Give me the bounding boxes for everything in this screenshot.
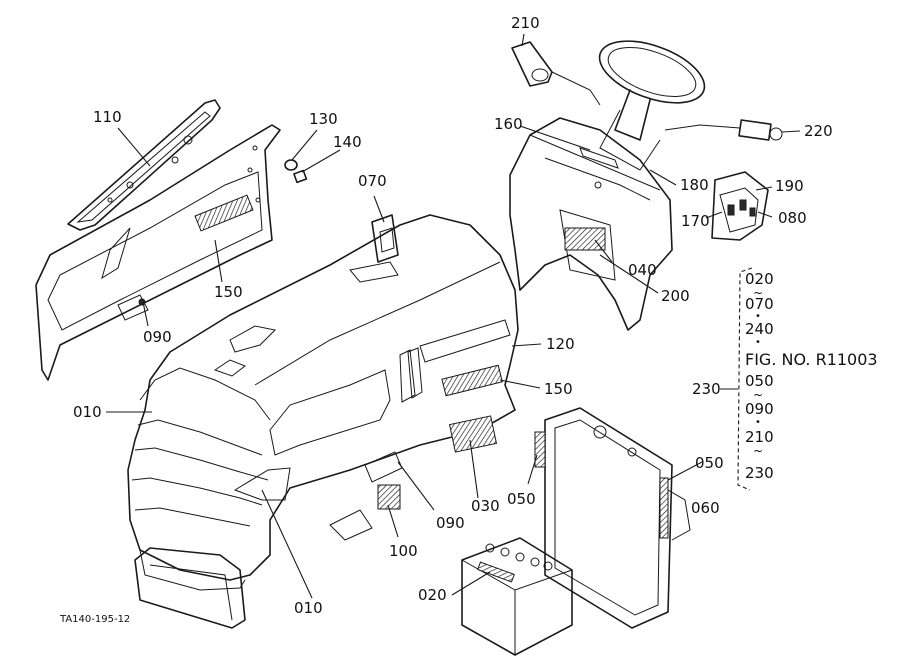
callout-150-right: 150 <box>544 380 573 398</box>
setlist-230: 230 <box>745 464 774 482</box>
callout-070: 070 <box>358 172 387 190</box>
callout-170: 170 <box>681 212 710 230</box>
setlist-240: 240 <box>745 320 774 338</box>
setlist-tilde-1: ~ <box>753 286 764 300</box>
callout-080: 080 <box>778 209 807 227</box>
callout-160: 160 <box>494 115 523 133</box>
callout-210: 210 <box>511 14 540 32</box>
combination-switches <box>511 41 783 141</box>
steering-wheel <box>598 40 706 171</box>
leader-lines <box>106 33 801 599</box>
callout-150-left: 150 <box>214 283 243 301</box>
bolt-and-nut <box>284 159 308 184</box>
setlist-020: 020 <box>745 270 774 288</box>
callout-090-left: 090 <box>143 328 172 346</box>
setlist-210: 210 <box>745 428 774 446</box>
side-panel <box>35 124 281 381</box>
callout-040: 040 <box>628 261 657 279</box>
setlist-dot-1: • <box>755 311 761 322</box>
setlist-dot-2: • <box>755 337 761 348</box>
callout-010-lower: 010 <box>294 599 323 617</box>
callout-110: 110 <box>93 108 122 126</box>
callout-120: 120 <box>546 335 575 353</box>
callout-020: 020 <box>418 586 447 604</box>
callout-230: 230 <box>692 380 721 398</box>
set-bracket <box>737 267 753 491</box>
dashboard-panel <box>509 117 673 331</box>
setlist-tilde-2: ~ <box>753 388 764 402</box>
hood-latch <box>349 214 399 283</box>
callout-030: 030 <box>471 497 500 515</box>
setlist-050: 050 <box>745 372 774 390</box>
callout-200: 200 <box>661 287 690 305</box>
callout-140: 140 <box>333 133 362 151</box>
bonnet-hood <box>127 214 519 629</box>
setlist-tilde-3: ~ <box>753 444 764 458</box>
setlist-fig-ref: FIG. NO. R11003 <box>745 350 878 369</box>
setlist-070: 070 <box>745 295 774 313</box>
callout-180: 180 <box>680 176 709 194</box>
callout-050-left: 050 <box>507 490 536 508</box>
callout-220: 220 <box>804 122 833 140</box>
setlist-dot-3: • <box>755 417 761 428</box>
front-grille-screen <box>67 99 221 231</box>
figure-number: TA140-195-12 <box>60 614 131 625</box>
callout-130: 130 <box>309 110 338 128</box>
callout-010-front: 010 <box>73 403 102 421</box>
callout-050-right: 050 <box>695 454 724 472</box>
callout-190: 190 <box>775 177 804 195</box>
callout-090-lower: 090 <box>436 514 465 532</box>
fuse-box <box>711 171 769 241</box>
callout-060: 060 <box>691 499 720 517</box>
radiator <box>534 407 691 629</box>
callout-100: 100 <box>389 542 418 560</box>
battery <box>461 537 573 656</box>
setlist-090: 090 <box>745 400 774 418</box>
